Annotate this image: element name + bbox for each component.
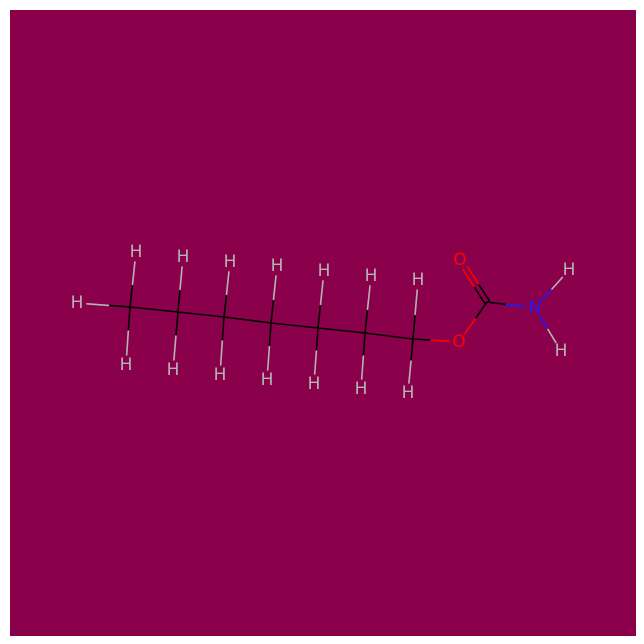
bond-a3-h7-half-a: [221, 316, 225, 342]
bond-a7-o1-half-b: [430, 339, 450, 343]
atom-label-h10: H: [318, 261, 331, 281]
bond-a1-h1-half-a: [107, 304, 131, 308]
bond-c8-n1-half-b: [505, 303, 526, 308]
bond-a7-h15-half-b: [408, 360, 412, 384]
atom-label-layer: O O N H H H H H H H H H H H H H H H H H: [71, 242, 576, 403]
bond-a5-h10-half-a: [317, 303, 322, 329]
atom-label-h1: H: [71, 293, 84, 313]
bond-a5-h10-half-b: [319, 280, 324, 306]
atom-label-h2: H: [130, 242, 143, 262]
atom-label-h14: H: [412, 270, 425, 290]
bond-n1-h17-half-b: [547, 328, 557, 344]
atom-label-n1: N: [529, 298, 542, 318]
bond-c8-o2-line1-half-a: [473, 285, 486, 305]
molecule-canvas: O O N H H H H H H H H H H H H H H H H H: [10, 10, 636, 636]
atom-label-h8: H: [271, 256, 284, 276]
bond-a4-h9-half-a: [268, 322, 272, 348]
bond-a7-h14-half-a: [412, 313, 416, 340]
bond-c8-o2-line1-half-b: [462, 268, 475, 288]
bond-a2-h5-half-a: [175, 311, 179, 337]
atom-label-h7: H: [214, 365, 227, 385]
bond-a1-a2: [129, 306, 179, 313]
bond-a2-h4-half-b: [179, 266, 183, 291]
bond-a6-h13-half-a: [362, 332, 366, 357]
bond-a2-h4-half-a: [177, 288, 181, 313]
bond-a5-h11-half-b: [313, 350, 318, 375]
bond-a4-h8-half-b: [272, 275, 277, 301]
bond-a5-h11-half-a: [315, 327, 319, 352]
bond-a3-a4: [223, 316, 272, 324]
bond-c8-n1-half-a: [486, 301, 507, 306]
bond-c8-o2-line2-half-a: [477, 282, 491, 302]
bond-o1-c8-half-a: [463, 317, 477, 335]
bond-o1-c8-half-b: [475, 301, 488, 319]
bond-n1-h17-half-a: [539, 315, 549, 331]
atom-label-h16: H: [563, 260, 576, 280]
bond-n1-h16-half-b: [551, 276, 564, 290]
bond-a1-h1-half-b: [86, 302, 110, 307]
molecule-diagram: O O N H H H H H H H H H H H H H H H H H: [10, 10, 636, 636]
bond-a1-h2-half-a: [129, 283, 134, 308]
atom-label-o1: O: [452, 332, 465, 352]
atom-label-h15: H: [402, 383, 415, 403]
atom-label-h4: H: [177, 247, 190, 267]
bond-a1-h3-half-b: [125, 330, 130, 356]
atom-label-o2: O: [453, 250, 466, 270]
bond-a3-h6-half-b: [225, 271, 230, 296]
atom-label-h13: H: [355, 379, 368, 399]
bond-a6-a7: [364, 332, 414, 340]
atom-label-h5: H: [167, 360, 180, 380]
bond-a6-h12-half-a: [364, 308, 369, 334]
bond-a4-a5: [270, 322, 319, 329]
bond-a1-h3-half-a: [127, 306, 131, 332]
bond-a6-h13-half-b: [360, 355, 365, 380]
bond-a2-a3: [177, 311, 225, 318]
bond-a7-h15-half-a: [410, 338, 414, 362]
bond-a7-h14-half-b: [414, 289, 419, 316]
bond-n1-h16-half-a: [540, 288, 553, 302]
bond-a3-h7-half-b: [219, 340, 224, 366]
atom-label-h11: H: [308, 374, 321, 394]
bond-a7-o1-half-a: [412, 338, 432, 342]
atom-label-h9: H: [261, 370, 274, 390]
bond-a4-h8-half-a: [270, 298, 275, 324]
canvas-background: [10, 10, 636, 636]
bond-c8-o2-line2-half-b: [466, 266, 480, 285]
bond-a6-h12-half-b: [366, 285, 371, 311]
bond-a2-h5-half-b: [173, 335, 177, 361]
bond-layer: [86, 261, 564, 384]
bond-a1-h2-half-b: [131, 261, 136, 286]
bond-a3-h6-half-a: [223, 293, 228, 318]
bond-a5-a6: [317, 327, 366, 334]
atom-label-h3: H: [120, 355, 133, 375]
bond-a4-h9-half-b: [266, 345, 271, 371]
atom-label-h6: H: [224, 252, 237, 272]
atom-label-h12: H: [365, 266, 378, 286]
atom-label-h17: H: [555, 341, 568, 361]
